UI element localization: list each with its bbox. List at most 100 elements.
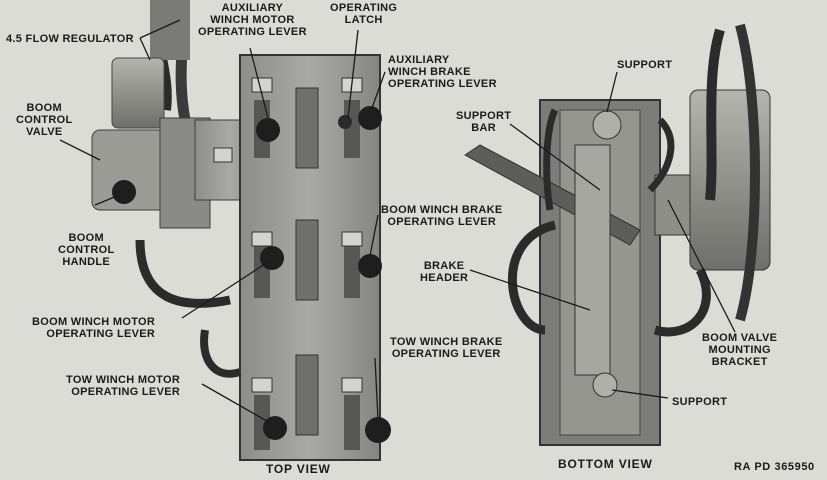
hose — [135, 239, 231, 308]
label-boom-valve-mounting-bracket: BOOM VALVE MOUNTING BRACKET — [702, 332, 777, 368]
label-line: WINCH MOTOR — [210, 14, 295, 26]
bottom-view-assembly — [464, 23, 771, 446]
label-line: OPERATING LEVER — [46, 328, 156, 340]
label-line: SUPPORT — [456, 110, 512, 122]
label-line: BOOM WINCH BRAKE — [381, 204, 503, 216]
label-line: OPERATING LEVER — [71, 386, 181, 398]
label-boom-control-handle: BOOM CONTROL HANDLE — [58, 232, 114, 268]
leader-line — [249, 47, 269, 119]
label-line: AUXILIARY — [388, 54, 450, 66]
leader-lines — [59, 19, 736, 425]
label-line: BOOM WINCH MOTOR — [32, 316, 156, 328]
nameplate — [213, 147, 233, 163]
top-view-assembly — [91, 0, 391, 461]
leader-line — [369, 214, 379, 257]
aux-winch-motor-knob — [256, 118, 280, 142]
leader-line — [59, 139, 101, 161]
leader-line — [347, 29, 359, 119]
leader-line — [139, 37, 151, 61]
tow-winch-motor-knob — [263, 416, 287, 440]
flow-regulator-body — [150, 0, 190, 60]
hose — [647, 117, 675, 193]
nameplate — [341, 231, 363, 247]
figure-reference: RA PD 365950 — [734, 461, 815, 473]
label-line: MOUNTING — [708, 344, 771, 356]
label-line: CONTROL — [16, 114, 73, 126]
label-line: OPERATING — [330, 2, 398, 14]
leader-line — [606, 71, 618, 113]
plate-slot — [295, 219, 319, 301]
plate-slot — [295, 87, 319, 169]
plate-slot — [295, 354, 319, 436]
label-aux-winch-motor-lever: AUXILIARY WINCH MOTOR OPERATING LEVER — [198, 2, 307, 38]
label-boom-control-valve: BOOM CONTROL VALVE — [16, 102, 72, 138]
label-line: OPERATING LEVER — [391, 348, 501, 360]
label-line: BRAKE — [423, 260, 465, 272]
lever-gate — [254, 395, 270, 450]
leader-line — [469, 269, 591, 311]
label-boom-winch-brake-lever: BOOM WINCH BRAKE OPERATING LEVER — [381, 204, 503, 228]
leader-line — [94, 193, 123, 206]
nameplate — [341, 377, 363, 393]
label-line: CONTROL — [58, 244, 115, 256]
label-line: HANDLE — [62, 256, 111, 268]
hose — [735, 23, 760, 322]
label-bottom-view: BOTTOM VIEW — [558, 457, 653, 471]
label-line: BOOM VALVE — [702, 332, 778, 344]
label-top-view: TOP VIEW — [266, 462, 331, 476]
nameplate — [251, 231, 273, 247]
hose — [705, 28, 725, 201]
label-support-bottom: SUPPORT — [672, 396, 728, 408]
label-support-bar: SUPPORT BAR — [456, 110, 511, 134]
label-line: BAR — [471, 122, 496, 134]
boom-winch-motor-knob — [260, 246, 284, 270]
label-line: BOOM — [26, 102, 62, 114]
nameplate — [251, 377, 273, 393]
lever-gate — [344, 100, 360, 158]
label-support-top: SUPPORT — [617, 59, 673, 71]
leader-line — [509, 123, 601, 191]
lever-gate — [344, 395, 360, 450]
hose — [508, 220, 557, 335]
label-tow-winch-motor-lever: TOW WINCH MOTOR OPERATING LEVER — [66, 374, 180, 398]
leader-line — [374, 357, 379, 421]
label-line: VALVE — [25, 126, 63, 138]
hose — [543, 108, 559, 211]
leader-line — [371, 71, 386, 109]
label-line: HEADER — [420, 272, 469, 284]
nameplate — [251, 77, 273, 93]
flow-regulator — [111, 57, 165, 129]
hose — [200, 329, 242, 378]
label-line: OPERATING LEVER — [387, 216, 497, 228]
support-bottom — [592, 372, 618, 398]
label-operating-latch: OPERATING LATCH — [330, 2, 397, 26]
label-line: TOW WINCH BRAKE — [390, 336, 503, 348]
leader-line — [139, 19, 181, 39]
label-tow-winch-brake-lever: TOW WINCH BRAKE OPERATING LEVER — [390, 336, 502, 360]
label-aux-winch-brake-lever: AUXILIARY WINCH BRAKE OPERATING LEVER — [388, 54, 497, 90]
lever-gate — [344, 240, 360, 298]
leader-line — [201, 383, 273, 425]
boom-winch-brake-knob — [358, 254, 382, 278]
label-line: LATCH — [344, 14, 383, 26]
label-boom-winch-motor-lever: BOOM WINCH MOTOR OPERATING LEVER — [32, 316, 155, 340]
label-line: OPERATING LEVER — [198, 26, 307, 38]
brake-header — [574, 144, 611, 376]
boom-control-handle-knob — [112, 180, 136, 204]
leader-line — [667, 199, 736, 333]
label-brake-header: BRAKE HEADER — [420, 260, 468, 284]
label-flow-regulator: 4.5 FLOW REGULATOR — [6, 33, 134, 45]
support-top — [592, 110, 622, 140]
leader-line — [611, 389, 669, 399]
label-line: AUXILIARY — [221, 2, 284, 14]
aux-winch-brake-knob — [358, 106, 382, 130]
label-line: BRACKET — [711, 356, 768, 368]
leader-line — [181, 261, 269, 319]
tow-winch-brake-knob — [365, 417, 391, 443]
label-line: TOW WINCH MOTOR — [66, 374, 181, 386]
label-line: BOOM — [68, 232, 104, 244]
label-line: WINCH BRAKE — [388, 66, 471, 78]
hose — [653, 267, 711, 337]
